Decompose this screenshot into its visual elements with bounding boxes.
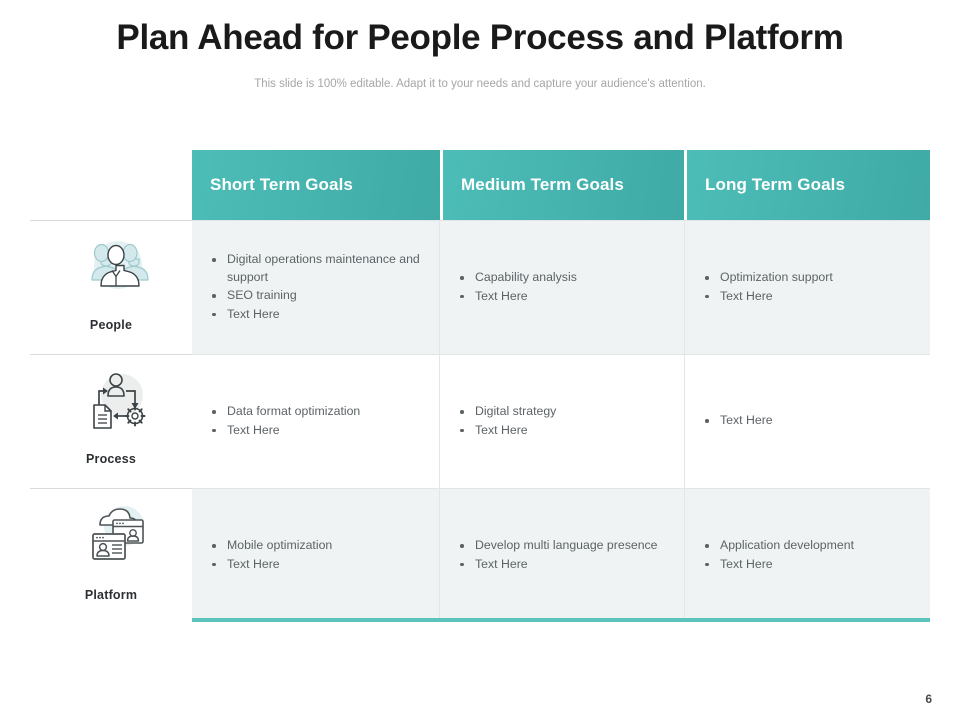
table-row: Data format optimization Text Here Digit… <box>192 354 930 488</box>
page-title: Plan Ahead for People Process and Platfo… <box>116 18 844 57</box>
goals-matrix: People <box>30 150 930 622</box>
list-item: Text Here <box>703 556 914 574</box>
table-body: Digital operations maintenance and suppo… <box>192 220 930 622</box>
list-item: Capability analysis <box>458 269 668 287</box>
table-cell-process-short: Data format optimization Text Here <box>192 355 440 488</box>
category-row-people: People <box>30 220 192 354</box>
list-item: Text Here <box>210 556 423 574</box>
list-item: Application development <box>703 537 914 555</box>
list-item: Digital operations maintenance and suppo… <box>210 251 423 286</box>
list-item: Text Here <box>458 288 668 306</box>
bullet-list: Digital strategy Text Here <box>458 403 668 440</box>
category-label-people: People <box>89 318 133 332</box>
table-cell-people-short: Digital operations maintenance and suppo… <box>192 221 440 354</box>
column-header-long-term: Long Term Goals <box>687 150 930 220</box>
bullet-list: Optimization support Text Here <box>703 269 914 306</box>
table-cell-process-medium: Digital strategy Text Here <box>440 355 685 488</box>
list-item: Digital strategy <box>458 403 668 421</box>
list-item: Text Here <box>210 422 423 440</box>
category-row-platform: Platform <box>30 488 192 624</box>
bullet-list: Capability analysis Text Here <box>458 269 668 306</box>
table-bottom-accent-bar <box>192 618 930 622</box>
table-header-row: Short Term Goals Medium Term Goals Long … <box>192 150 930 220</box>
goals-table: Short Term Goals Medium Term Goals Long … <box>192 150 930 622</box>
table-cell-platform-short: Mobile optimization Text Here <box>192 489 440 622</box>
list-item: Text Here <box>458 556 668 574</box>
table-row: Digital operations maintenance and suppo… <box>192 220 930 354</box>
bullet-list: Digital operations maintenance and suppo… <box>210 251 423 324</box>
table-cell-people-medium: Capability analysis Text Here <box>440 221 685 354</box>
table-row: Mobile optimization Text Here Develop mu… <box>192 488 930 622</box>
cloud-platform-icon <box>80 501 152 567</box>
list-item: Text Here <box>703 412 914 430</box>
table-cell-process-long: Text Here <box>685 355 930 488</box>
list-item: SEO training <box>210 287 423 305</box>
bullet-list: Mobile optimization Text Here <box>210 537 423 574</box>
list-item: Text Here <box>458 422 668 440</box>
table-cell-platform-long: Application development Text Here <box>685 489 930 622</box>
bullet-list: Data format optimization Text Here <box>210 403 423 440</box>
category-label-platform: Platform <box>84 588 138 602</box>
page-number: 6 <box>925 692 932 706</box>
list-item: Text Here <box>210 306 423 324</box>
list-item: Optimization support <box>703 269 914 287</box>
category-row-process: Process <box>30 354 192 488</box>
table-cell-platform-medium: Develop multi language presence Text Her… <box>440 489 685 622</box>
category-label-process: Process <box>85 452 137 466</box>
category-rail: People <box>30 150 192 622</box>
bullet-list: Develop multi language presence Text Her… <box>458 537 668 574</box>
list-item: Mobile optimization <box>210 537 423 555</box>
page-subtitle: This slide is 100% editable. Adapt it to… <box>254 78 706 90</box>
column-header-medium-term: Medium Term Goals <box>443 150 684 220</box>
list-item: Develop multi language presence <box>458 537 668 555</box>
table-cell-people-long: Optimization support Text Here <box>685 221 930 354</box>
bullet-list: Application development Text Here <box>703 537 914 574</box>
people-group-icon <box>80 233 152 299</box>
list-item: Text Here <box>703 288 914 306</box>
list-item: Data format optimization <box>210 403 423 421</box>
bullet-list: Text Here <box>703 412 914 431</box>
column-header-short-term: Short Term Goals <box>192 150 440 220</box>
process-cycle-icon <box>80 367 152 433</box>
